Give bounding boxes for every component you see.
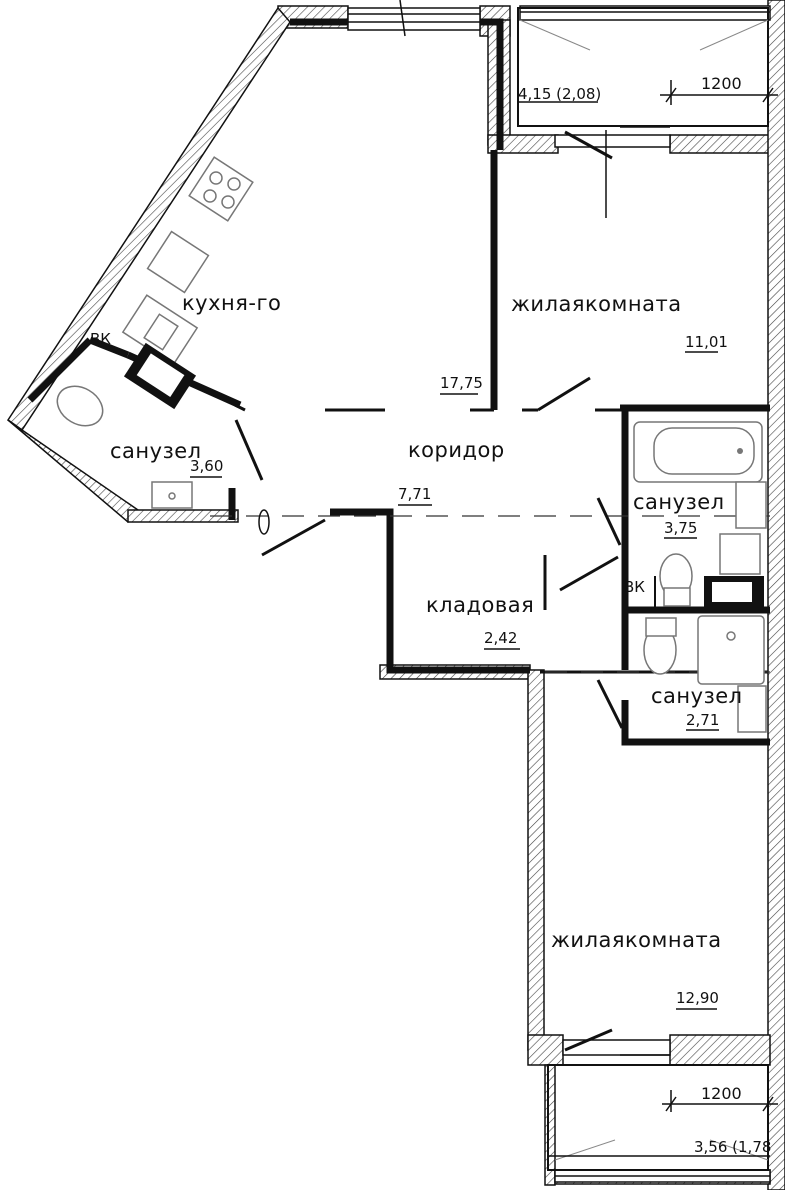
interior-walls	[27, 18, 770, 746]
bath-left-area: 3,60	[190, 457, 223, 475]
kitchen-area: 17,75	[440, 374, 483, 392]
kitchen-label: кухня-го	[182, 291, 281, 315]
exterior-walls	[6, 0, 785, 1190]
living2-label: жилаякомната	[551, 928, 722, 952]
balcony-bottom-area: 3,56 (1,78	[694, 1138, 771, 1156]
bath-left-label: санузел	[110, 439, 202, 463]
storage-area: 2,42	[484, 629, 517, 647]
windows	[347, 0, 771, 1183]
area-underlines	[190, 101, 719, 1010]
vk-mid-label: ВК	[624, 578, 645, 596]
balcony-top-dim: 1200	[701, 74, 742, 93]
left-bath-fixtures	[56, 385, 193, 509]
vk-left-label: ВК	[90, 330, 111, 348]
dimension-top	[660, 80, 778, 105]
living2-area: 12,90	[676, 989, 719, 1007]
kitchen-sink	[121, 294, 199, 366]
bath-mid-area: 3,75	[664, 519, 697, 537]
living1-label: жилаякомната	[511, 292, 682, 316]
storage-label: кладовая	[426, 593, 534, 617]
balcony-bottom-dim: 1200	[701, 1084, 742, 1103]
kitchen-counter	[123, 342, 197, 410]
kitchen-fridge	[146, 230, 210, 294]
bath-mid-fixtures	[633, 421, 767, 608]
balcony-top-area: 4,15 (2,08)	[518, 85, 601, 103]
section-marker	[258, 509, 270, 535]
dimension-bottom	[548, 1090, 778, 1157]
bath-low-fixtures	[643, 615, 767, 733]
corridor-area: 7,71	[398, 485, 431, 503]
bath-low-area: 2,71	[686, 711, 719, 729]
bath-mid-label: санузел	[633, 490, 725, 514]
kitchen-stove	[188, 156, 254, 222]
bath-low-label: санузел	[651, 684, 743, 708]
doors	[234, 130, 624, 1052]
corridor-label: коридор	[408, 438, 505, 462]
living1-area: 11,01	[685, 333, 728, 351]
